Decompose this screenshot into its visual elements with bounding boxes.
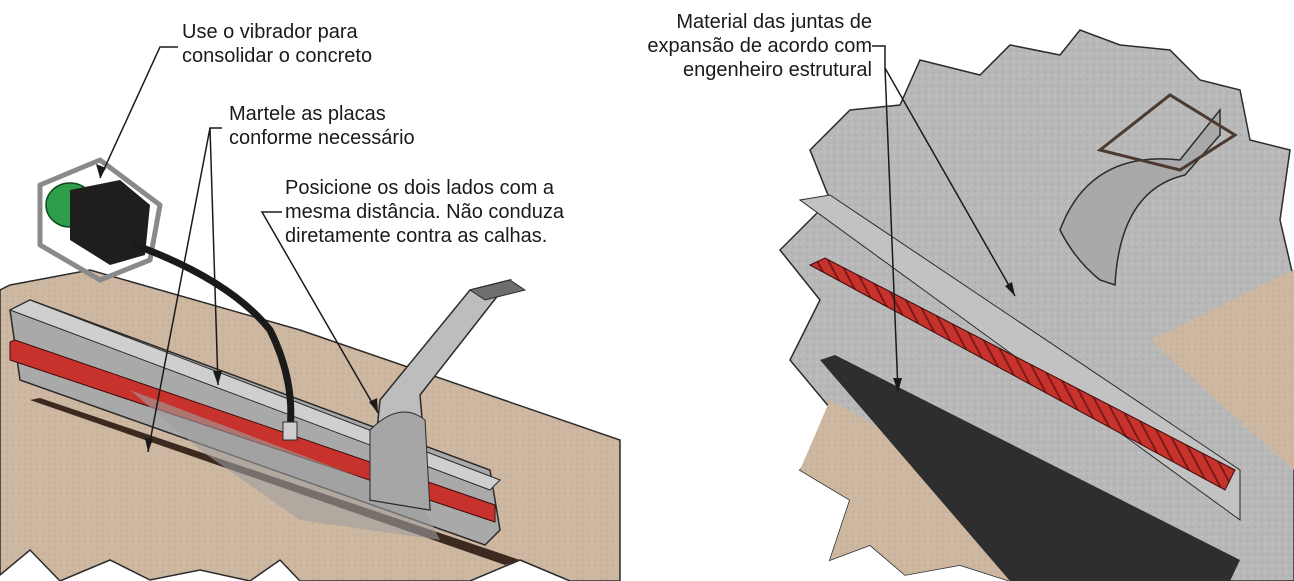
arrow-vibrator — [96, 164, 106, 178]
leader-hammer-2 — [209, 127, 219, 386]
callout-joint-line-2: expansão de acordo com — [647, 35, 872, 57]
callout-position-line-3: diretamente contra as calhas. — [285, 225, 548, 247]
callout-vibrator: Use o vibrador para consolidar o concret… — [182, 20, 372, 68]
callout-joint-line-1: Material das juntas de — [676, 11, 872, 33]
arrow-joint-2 — [893, 378, 902, 392]
arrow-joint-1 — [1005, 282, 1015, 296]
right-dark-slab — [820, 355, 1240, 581]
right-steel-edge — [1096, 93, 1238, 172]
right-red-joint — [808, 257, 1236, 491]
leader-joint-2 — [884, 67, 899, 393]
left-plate-curve — [369, 411, 431, 511]
vibrator-body — [70, 180, 150, 265]
callout-hammer: Martele as placas conforme necessário — [229, 102, 415, 150]
right-soil-lower — [800, 400, 1010, 581]
vibrator-frame — [37, 157, 163, 283]
arrow-position — [369, 398, 378, 413]
leader-vibrator — [99, 46, 178, 179]
right-illustration — [778, 29, 1294, 581]
right-soil-right — [1150, 270, 1294, 470]
left-arrowheads — [96, 164, 378, 452]
callout-hammer-line-1: Martele as placas — [229, 103, 386, 125]
left-leader-lines — [99, 46, 379, 453]
rebar-chute-icon — [1059, 107, 1221, 287]
callout-vibrator-line-2: consolidar o concreto — [182, 45, 373, 67]
callout-hammer-line-2: conforme necessário — [229, 127, 415, 149]
leader-joint-1 — [884, 67, 1016, 297]
concrete-vibrator-icon — [37, 157, 298, 441]
arrow-hammer-2 — [213, 371, 222, 385]
right-arrowheads — [893, 282, 1015, 392]
callout-joint-material: Material das juntas de expansão de acord… — [562, 10, 872, 82]
vibrator-head — [282, 421, 298, 441]
callout-position-line-2: mesma distância. Não conduza — [285, 201, 565, 223]
callout-vibrator-line-1: Use o vibrador para — [182, 21, 358, 43]
leader-position — [260, 211, 379, 414]
left-illustration — [0, 46, 621, 581]
right-leader-lines — [872, 45, 1016, 393]
left-plate-top — [468, 279, 527, 301]
callout-position: Posicione os dois lados com a mesma dist… — [285, 176, 564, 248]
callout-position-line-1: Posicione os dois lados com a — [285, 177, 555, 199]
leader-joint-main — [872, 45, 886, 68]
left-channel-inner — [130, 390, 440, 540]
callout-joint-line-3: engenheiro estrutural — [682, 59, 872, 81]
arrow-hammer-1 — [145, 438, 153, 452]
